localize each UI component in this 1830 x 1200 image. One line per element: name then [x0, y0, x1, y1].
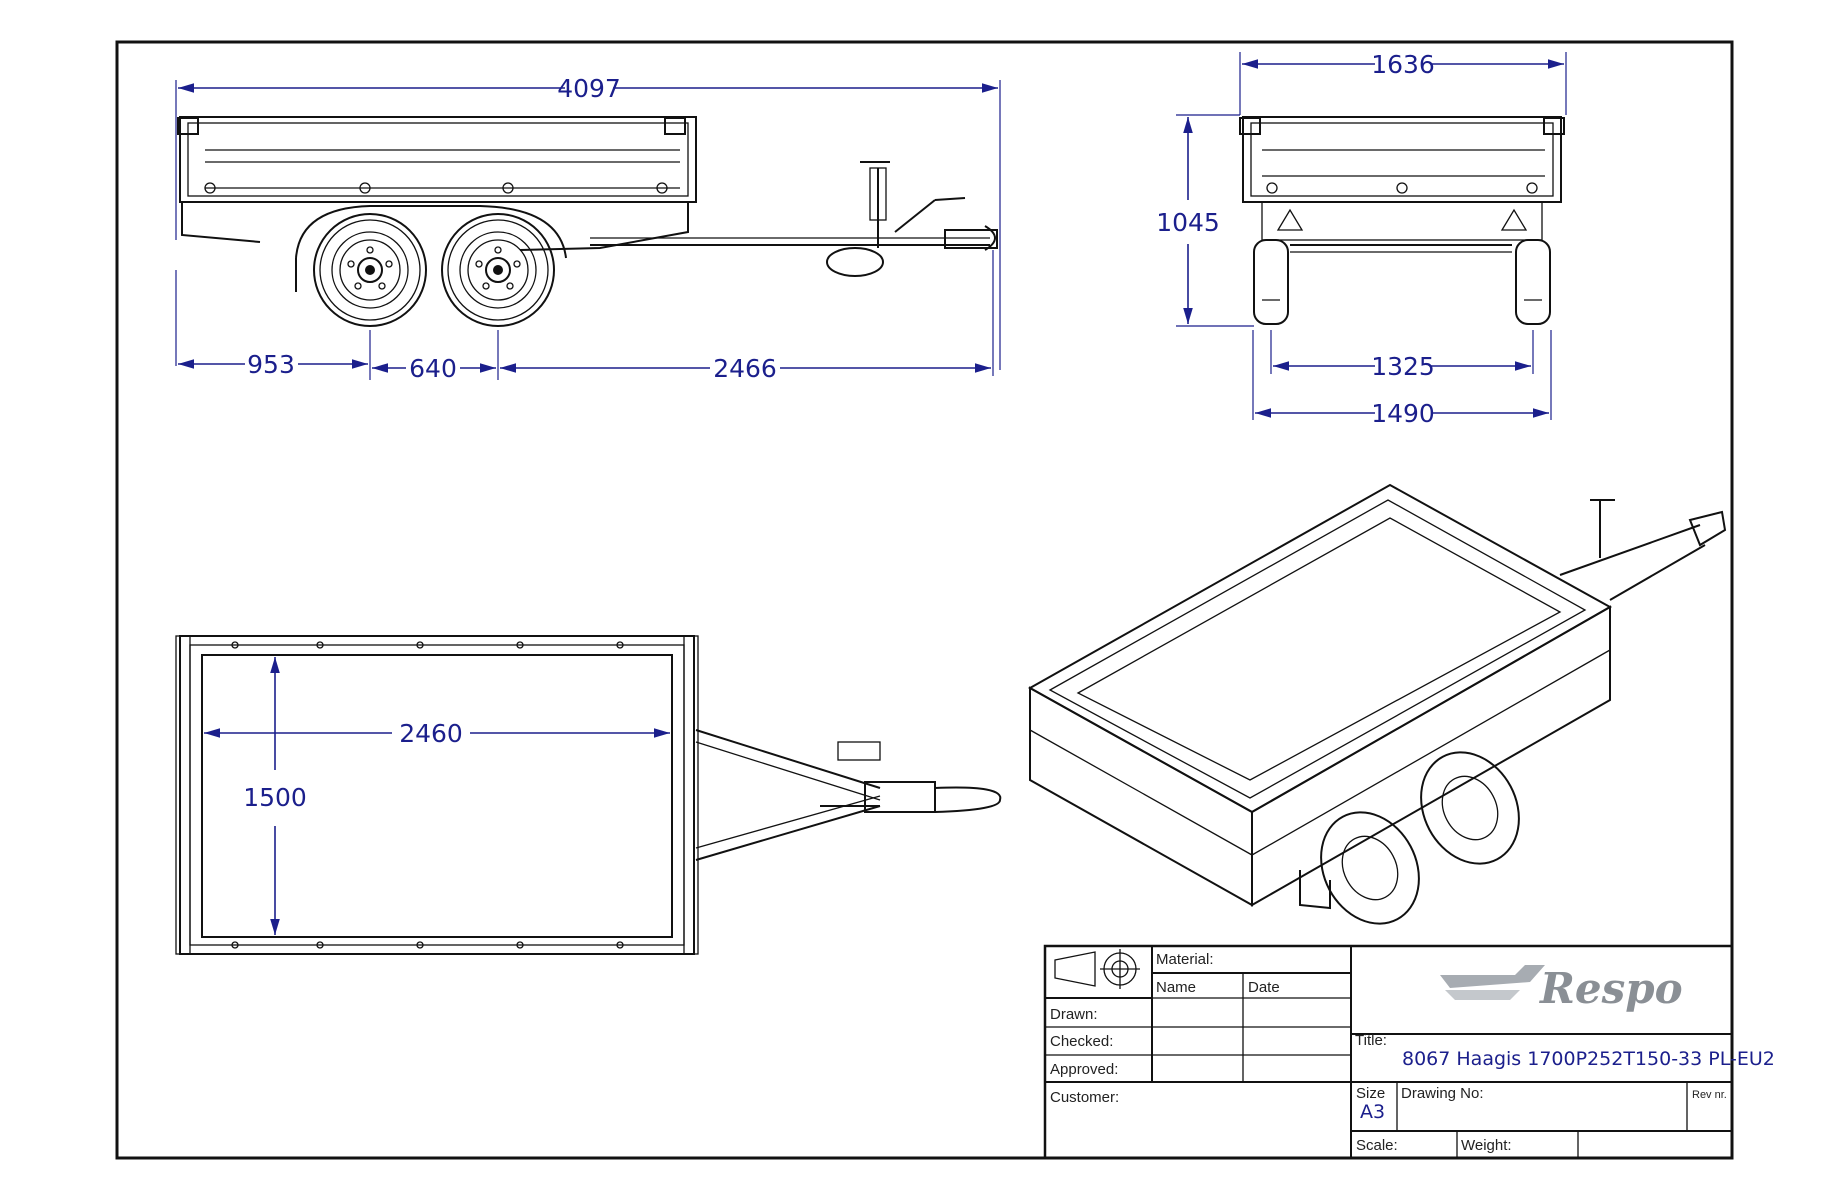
checked-label: Checked: [1050, 1033, 1113, 1050]
respo-logo: Respo [1539, 964, 1683, 1013]
title-label: Title: [1355, 1032, 1387, 1049]
rear-view-dimensions: 1636 1045 1325 1490 [1156, 50, 1567, 428]
dim-rear-outer: 1490 [1371, 399, 1435, 428]
side-view-dimensions: 4097 953 640 2466 [175, 74, 1001, 383]
name-label: Name [1156, 979, 1196, 996]
side-view [177, 116, 998, 327]
drawing-no-label: Drawing No: [1401, 1085, 1484, 1102]
dim-side-rear: 2466 [713, 354, 777, 383]
approved-label: Approved: [1050, 1061, 1118, 1078]
dim-rear-track: 1325 [1371, 352, 1435, 381]
top-view-dimensions: 2460 1500 [204, 657, 670, 935]
date-label: Date [1248, 979, 1280, 996]
dim-top-box-length: 2460 [399, 719, 463, 748]
drawing-title: 8067 Haagis 1700P252T150-33 PL-EU2 [1402, 1048, 1775, 1070]
dim-rear-width: 1636 [1371, 50, 1435, 79]
dim-side-length: 4097 [557, 74, 621, 103]
dim-side-axle-spacing: 640 [409, 354, 457, 383]
respo-logo-mark-icon [1440, 965, 1545, 988]
rev-label: Rev nr. [1692, 1089, 1727, 1101]
dim-top-box-width: 1500 [243, 783, 307, 812]
isometric-view [1027, 483, 1727, 925]
dim-rear-height: 1045 [1156, 208, 1220, 237]
drawn-label: Drawn: [1050, 1006, 1098, 1023]
scale-label: Scale: [1356, 1137, 1398, 1154]
size-value: A3 [1360, 1101, 1385, 1123]
dim-side-front: 953 [247, 350, 295, 379]
drawing-border [115, 40, 1734, 1160]
weight-label: Weight: [1461, 1137, 1512, 1154]
title-block: Material: Name Date Drawn: Checked: Appr… [1043, 944, 1775, 1160]
material-label: Material: [1156, 951, 1214, 968]
rear-view [1239, 116, 1565, 325]
projection-cone-icon [1054, 951, 1096, 987]
size-label: Size [1356, 1085, 1385, 1102]
customer-label: Customer: [1050, 1089, 1119, 1106]
top-view [175, 635, 1002, 955]
